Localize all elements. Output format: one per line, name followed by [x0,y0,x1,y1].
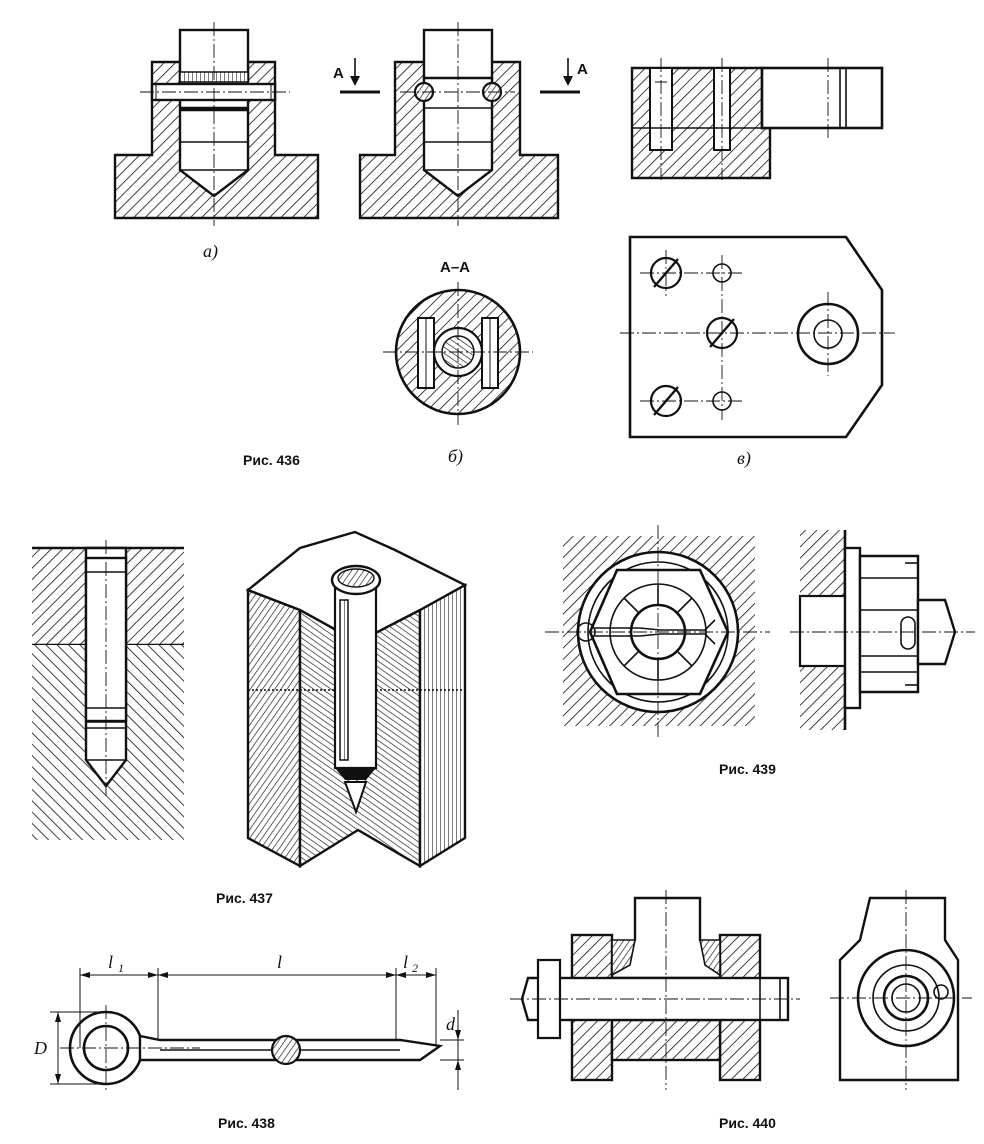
fig440-end-view [830,890,972,1090]
fig437-section [32,540,184,840]
section-mark-left: A [333,65,344,82]
section-mark-right: A [577,61,588,78]
caption-fig439: Рис. 439 [719,761,776,777]
fig436-label-b: б) [448,446,463,467]
caption-fig440: Рис. 440 [719,1115,776,1131]
dim-l1-label: l [108,952,113,972]
dim-d-label: d [446,1014,456,1034]
caption-fig437: Рис. 437 [216,890,273,906]
fig438-cotter-pin: l 1 l l 2 D d [33,952,464,1092]
fig440-section-view [510,890,800,1090]
fig439-side-view [790,530,975,730]
dim-D-label: D [33,1038,47,1058]
dim-l2-sub: 2 [412,961,418,975]
dim-l2-label: l [403,952,408,972]
fig436-view-a: a) [113,22,320,262]
fig436-view-b: A–A б) [383,259,533,467]
fig436-label-a: a) [203,241,218,262]
dim-l1-sub: 1 [118,961,124,975]
fig436-view-c: в) [620,58,895,469]
fig436-label-c: в) [737,448,751,469]
fig437-isometric [245,530,468,869]
fig436-view-section: A A [333,22,588,226]
section-title-aa: A–A [440,259,470,276]
fig439-front-view [545,525,770,740]
dim-l-label: l [277,952,282,972]
caption-fig438: Рис. 438 [218,1115,275,1131]
caption-fig436: Рис. 436 [243,452,300,468]
